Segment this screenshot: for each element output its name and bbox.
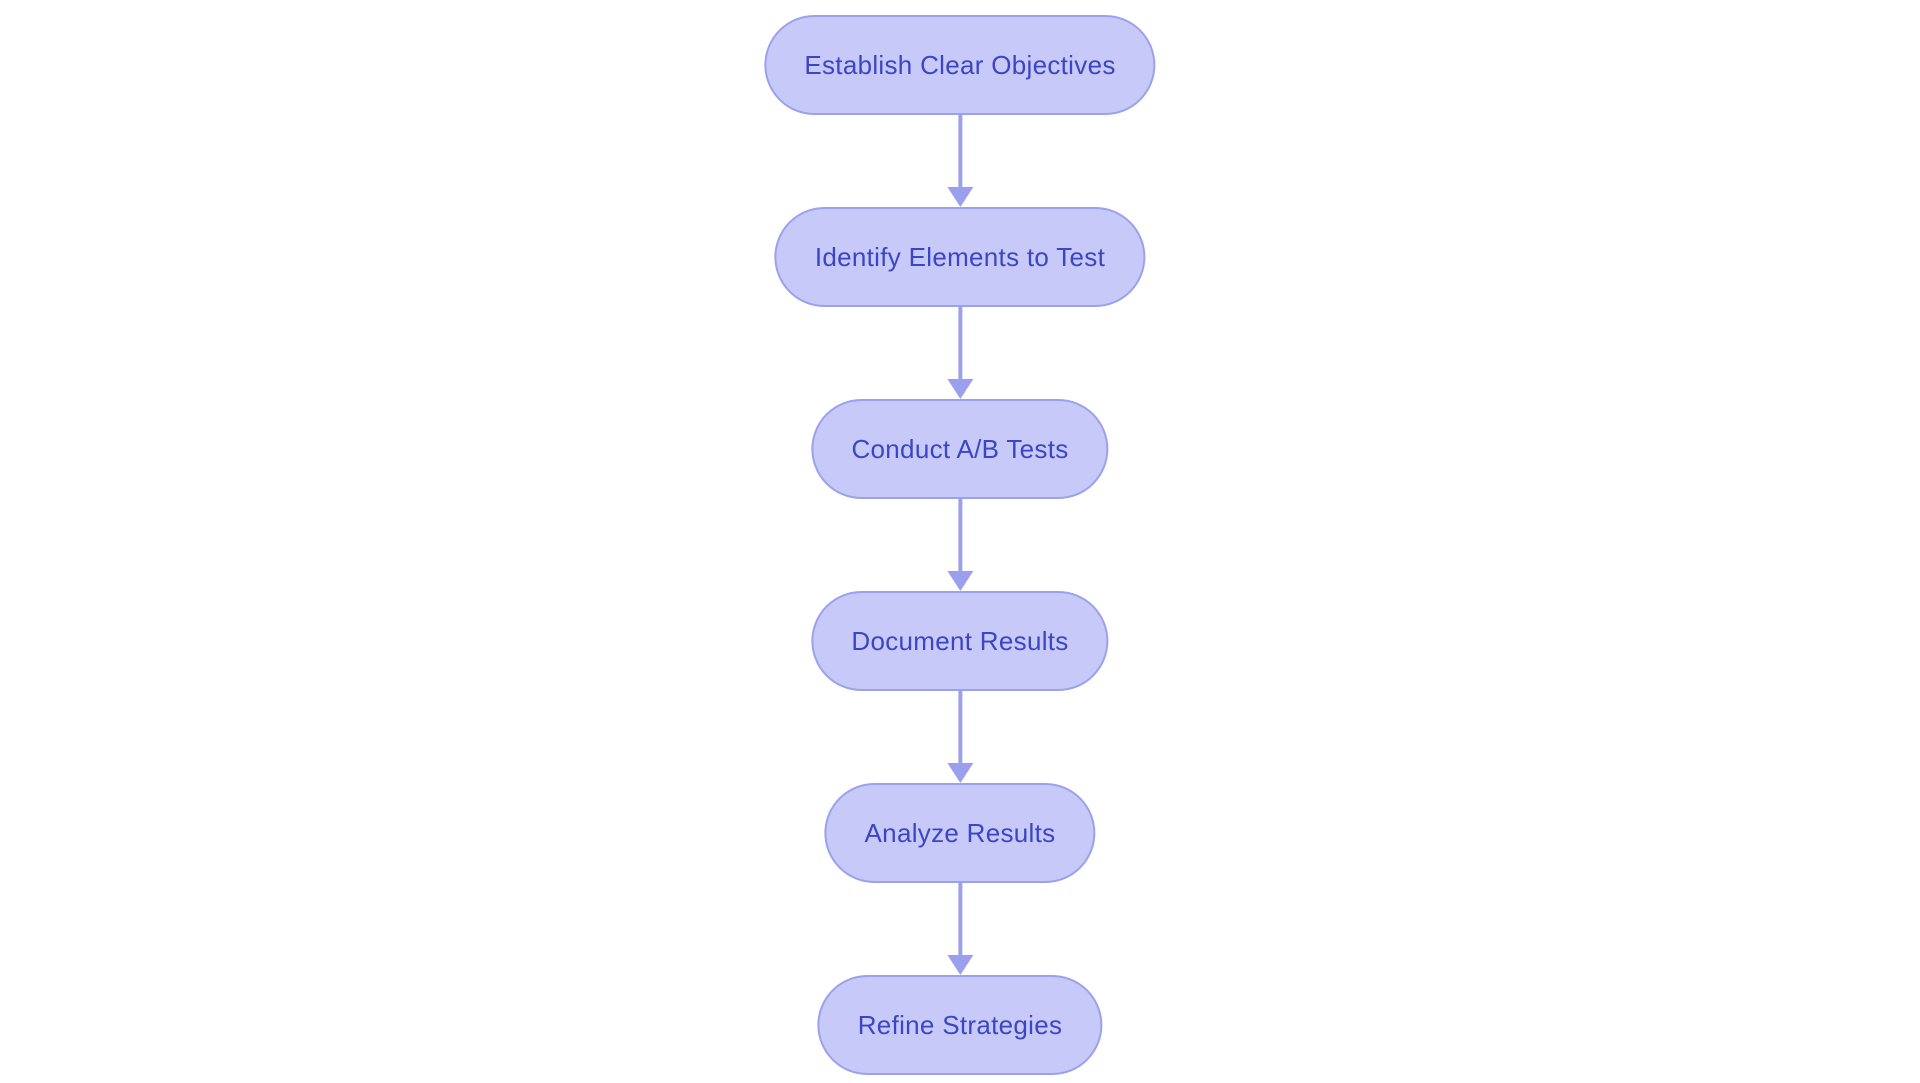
node-label: Document Results	[851, 625, 1069, 656]
arrowhead-down-icon	[946, 187, 973, 207]
flow-node-refine-strategies: Refine Strategies	[817, 975, 1103, 1075]
flow-node-analyze-results: Analyze Results	[824, 783, 1096, 883]
node-label: Establish Clear Objectives	[804, 49, 1116, 80]
flow-node-conduct-ab-tests: Conduct A/B Tests	[811, 399, 1109, 499]
flow-node-establish-clear-objectives: Establish Clear Objectives	[764, 15, 1156, 115]
node-label: Conduct A/B Tests	[851, 433, 1069, 464]
flow-node-document-results: Document Results	[811, 591, 1109, 691]
arrow-line	[957, 307, 962, 379]
flowchart: Establish Clear Objectives Identify Elem…	[764, 15, 1156, 1075]
node-label: Identify Elements to Test	[814, 241, 1106, 272]
arrow-line	[957, 115, 962, 187]
arrow-line	[957, 691, 962, 763]
arrowhead-down-icon	[946, 379, 973, 399]
arrowhead-down-icon	[946, 955, 973, 975]
arrow-line	[957, 883, 962, 955]
connector-arrow	[946, 499, 973, 591]
connector-arrow	[946, 691, 973, 783]
node-label: Analyze Results	[864, 817, 1056, 848]
arrowhead-down-icon	[946, 571, 973, 591]
arrow-line	[957, 499, 962, 571]
flow-node-identify-elements-to-test: Identify Elements to Test	[774, 207, 1146, 307]
connector-arrow	[946, 115, 973, 207]
node-label: Refine Strategies	[857, 1009, 1063, 1040]
arrowhead-down-icon	[946, 763, 973, 783]
connector-arrow	[946, 307, 973, 399]
connector-arrow	[946, 883, 973, 975]
